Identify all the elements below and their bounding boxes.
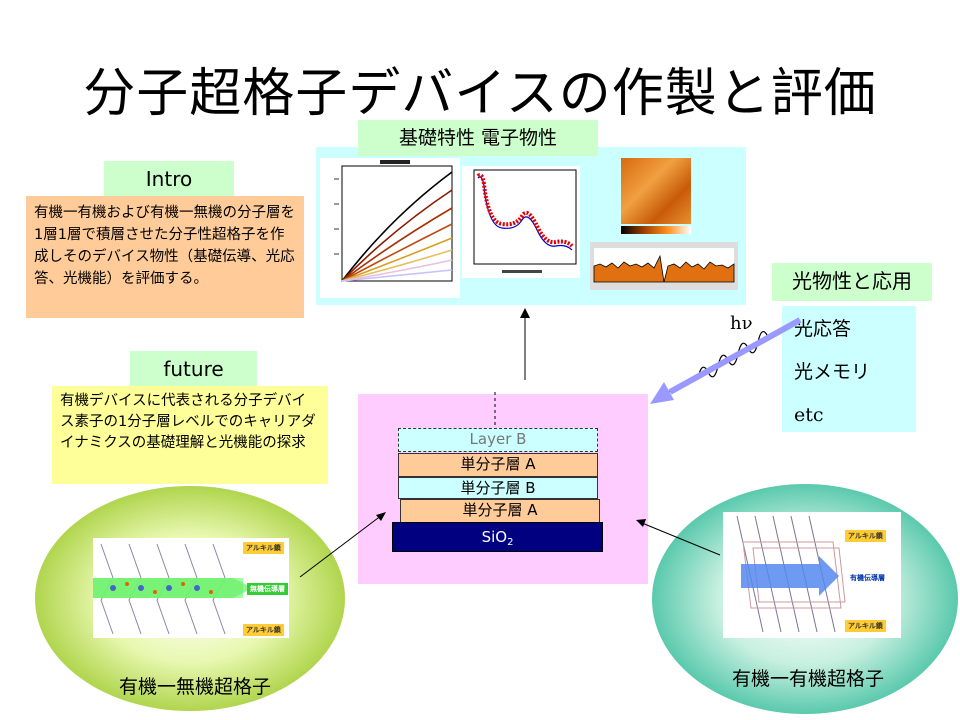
optical-item: etc xyxy=(794,404,824,426)
tag-alkyl-top-left: アルキル鎖 xyxy=(243,542,284,554)
light-wave-arrow xyxy=(650,317,802,404)
inorganic-chains-drawing xyxy=(93,543,253,635)
layer-a-upper: 単分子層 A xyxy=(398,453,598,477)
substrate-base: SiO xyxy=(481,528,508,546)
page-title: 分子超格子デバイスの作製と評価 xyxy=(83,64,877,124)
optical-label: 光物性と応用 xyxy=(772,263,932,301)
iv-curve-set xyxy=(341,171,453,282)
afm-image xyxy=(621,158,691,224)
organic-chains-drawing xyxy=(736,515,846,633)
organic-organic-caption: 有機一有機超格子 xyxy=(731,668,884,690)
substrate-sio2: SiO2 xyxy=(392,522,603,552)
intro-text: 有機一有機および有機一無機の分子層を1層1層で積層させた分子性超格子を作成しその… xyxy=(26,196,304,318)
tag-alkyl-top-right: アルキル鎖 xyxy=(845,530,886,542)
optical-items-box: 光応答 光メモリ etc xyxy=(782,306,916,432)
connector-arrows xyxy=(299,512,721,578)
spectrum-plot xyxy=(462,166,580,278)
layer-a-lower: 単分子層 A xyxy=(400,499,600,523)
optical-item: 光応答 xyxy=(794,318,852,340)
organic-inorganic-structure: アルキル鎖 無機伝導層 アルキル鎖 xyxy=(93,538,289,638)
basic-properties-header: 基礎特性 電子物性 xyxy=(358,120,598,156)
future-text: 有機デバイスに代表される分子デバイス素子の1分子層レベルでのキャリアダイナミクス… xyxy=(52,386,328,484)
future-label: future xyxy=(130,351,257,387)
tag-inorganic-layer: 無機伝導層 xyxy=(247,583,288,595)
up-arrow xyxy=(494,308,530,428)
tag-alkyl-bottom-right: アルキル鎖 xyxy=(845,620,886,632)
tag-organic-layer: 有機伝導層 xyxy=(847,572,888,584)
iv-axis-ticks xyxy=(334,178,339,255)
layer-b-middle: 単分子層 B xyxy=(398,477,598,499)
layer-b-top: Layer B xyxy=(398,428,598,452)
substrate-subscript: 2 xyxy=(507,537,514,548)
tag-alkyl-bottom-left: アルキル鎖 xyxy=(243,624,284,636)
optical-item: 光メモリ xyxy=(794,361,871,383)
afm-colorbar xyxy=(621,226,691,234)
organic-inorganic-caption: 有機一無機超格子 xyxy=(118,676,271,698)
intro-label: Intro xyxy=(104,161,234,197)
iv-curves-plot xyxy=(320,158,460,298)
organic-organic-structure: アルキル鎖 有機伝導層 アルキル鎖 xyxy=(723,512,901,638)
hv-label: hν xyxy=(730,313,753,334)
line-profile-plot xyxy=(590,242,738,290)
